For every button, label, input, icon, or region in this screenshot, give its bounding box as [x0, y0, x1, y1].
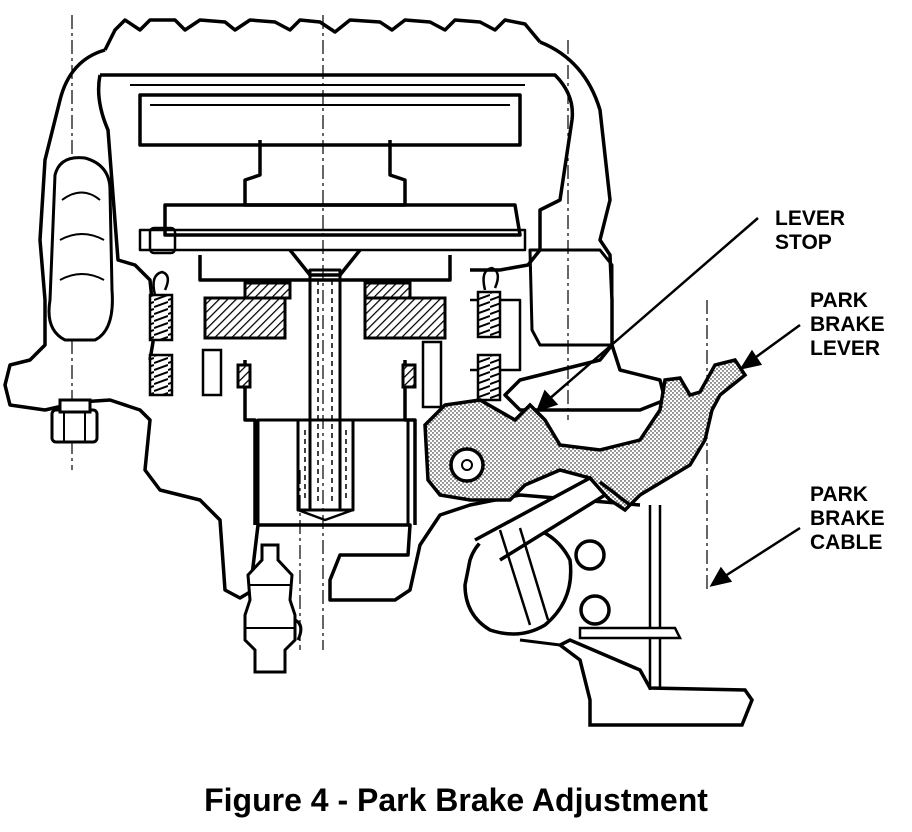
park-brake-lever-leader: [751, 323, 801, 362]
cable-bracket: [463, 475, 754, 727]
park-brake-cable-line-1: PARK: [810, 483, 868, 506]
park-brake-lever-line-1: PARK: [810, 289, 868, 312]
park-brake-lever-label: PARK BRAKE LEVER: [810, 289, 885, 361]
park-brake-cable-label: PARK BRAKE CABLE: [810, 483, 885, 555]
park-brake-cable-line-2: BRAKE: [810, 507, 885, 530]
lever-stop-line-2: STOP: [775, 231, 832, 254]
lever-stop-leader: [547, 217, 759, 401]
mounting-bolt: [50, 398, 99, 444]
park-brake-lever-line-2: BRAKE: [810, 313, 885, 336]
park-brake-lever: [423, 358, 748, 513]
lever-stop-arrowhead: [535, 389, 559, 413]
piston-seals: [203, 281, 447, 389]
figure-caption: Figure 4 - Park Brake Adjustment: [204, 782, 708, 818]
guide-pin-boot: [47, 156, 114, 342]
park-brake-cable-leader: [721, 526, 801, 580]
leader-lines: [535, 217, 801, 587]
lever-stop-label: LEVER STOP: [775, 207, 845, 255]
bleeder-fitting: [243, 543, 303, 674]
park-brake-lever-line-3: LEVER: [810, 337, 881, 360]
stem-details: [304, 280, 347, 505]
park-brake-cable-arrowhead: [709, 566, 733, 587]
return-springs: [148, 266, 502, 409]
park-brake-lever-arrowhead: [739, 349, 763, 370]
park-brake-cable-line-3: CABLE: [810, 531, 883, 554]
caliper-housing: [3, 18, 667, 602]
lever-stop-line-1: LEVER: [775, 207, 846, 230]
